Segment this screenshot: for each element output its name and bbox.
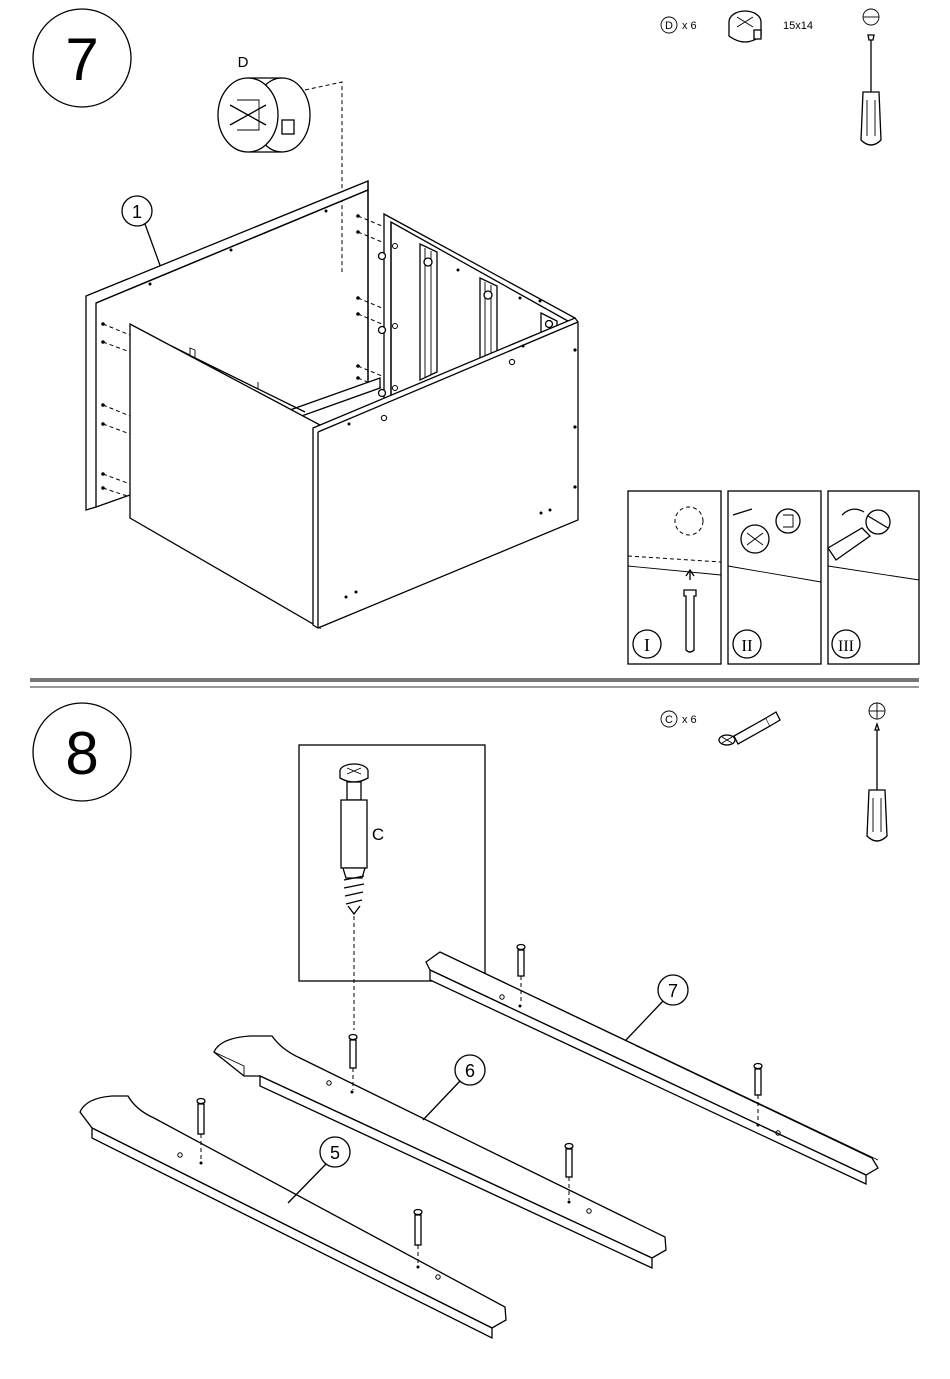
drawer-runner-right [480,278,497,358]
cam-lock-icon [729,11,761,42]
phillips-screwdriver-icon [867,703,887,841]
rail-5-bolt-b [414,1210,422,1265]
callout-1: 1 [122,196,161,268]
hardware-c-letter: C [665,714,673,726]
cam-lock-label: D [238,54,249,71]
step-7-badge: 7 [33,9,131,107]
hardware-d-size: 15x14 [783,20,813,32]
inset-panel-i: I [628,491,721,664]
callout-6: 6 [423,1055,485,1120]
hardware-d-letter: D [665,20,673,32]
inset-panel-ii: II [728,491,821,664]
inset-i-label: I [644,635,650,655]
callout-7: 7 [626,975,688,1040]
cam-bolt-icon [719,712,780,745]
hardware-c-qty: x 6 [682,714,697,726]
callout-1-number: 1 [132,202,142,222]
step-divider [30,680,919,687]
callout-6-number: 6 [465,1061,475,1081]
step-8-hardware-legend: C x 6 [661,711,780,745]
step-7-number: 7 [65,26,98,93]
inset-iii-label: III [838,638,854,655]
callout-5: 5 [288,1137,350,1203]
step-8-badge: 8 [33,703,131,801]
step-8-number: 8 [65,720,98,787]
drawer-runner-left [420,244,437,380]
callout-7-number: 7 [668,981,678,1001]
step-7-hardware-legend: D x 6 15x14 [661,11,813,42]
flathead-screwdriver-icon [861,9,881,145]
cabinet-assembly [86,181,578,628]
inset-ii-label: II [741,636,753,655]
rail-6-bolt-a [349,1035,357,1091]
inset-panel-iii: III [828,491,919,664]
rail-7 [426,945,878,1185]
callout-5-number: 5 [330,1143,340,1163]
cam-bolt-label: C [372,825,384,844]
hardware-d-qty: x 6 [682,20,697,32]
